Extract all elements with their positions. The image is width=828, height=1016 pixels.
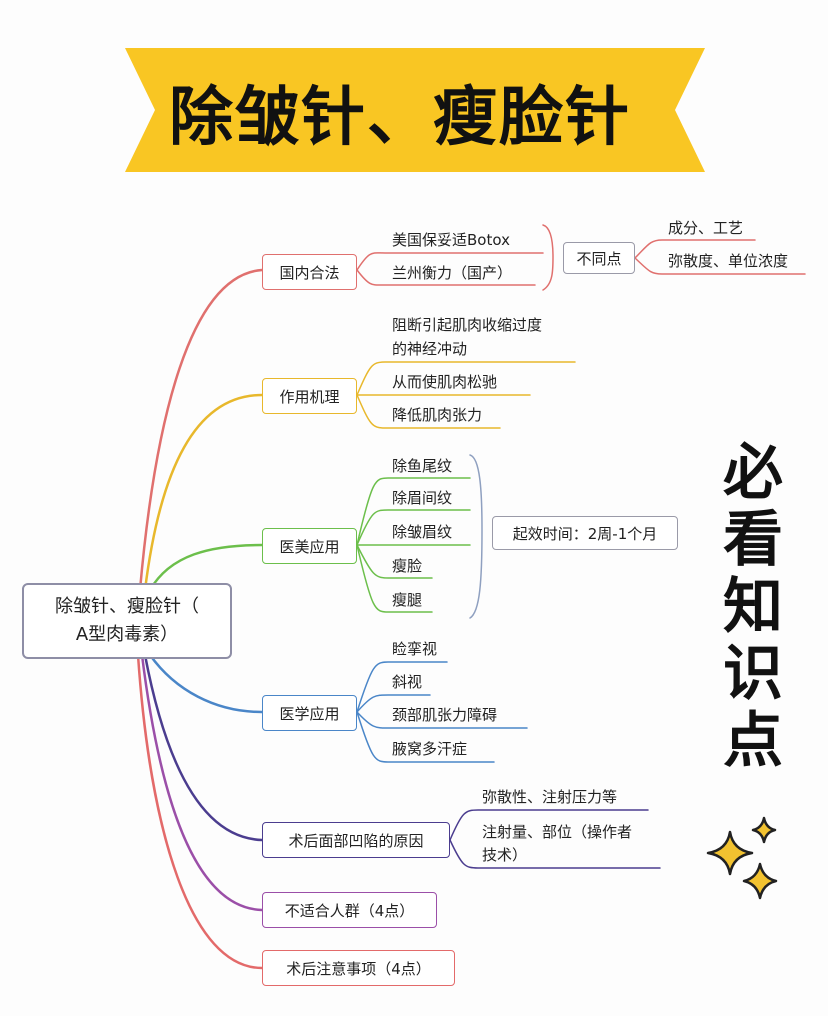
diff-item-dispersion: 弥散度、单位浓度	[668, 252, 789, 270]
connector-cause-item	[449, 809, 649, 841]
cosmetic-item-glabella: 除眉间纹	[392, 489, 453, 507]
connector-cosmetic-item	[356, 477, 471, 546]
branch-medical[interactable]: 医学应用	[262, 695, 357, 731]
connector-mechanism	[143, 393, 264, 592]
connector-legal-item	[356, 252, 544, 271]
connector-mechanism-item	[356, 361, 576, 396]
branch-cosmetic[interactable]: 医美应用	[262, 528, 357, 564]
connector-medical	[148, 653, 264, 714]
branch-legal[interactable]: 国内合法	[262, 254, 357, 290]
mechanism-item-3: 降低肌肉张力	[392, 406, 483, 424]
sparkle-large-icon	[706, 830, 754, 876]
root-node[interactable]: 除皱针、瘦脸针（ A型肉毒素）	[22, 583, 232, 659]
legal-item-hengli: 兰州衡力（国产）	[392, 264, 513, 282]
title-banner	[125, 48, 705, 172]
cosmetic-item-crowsfeet: 除鱼尾纹	[392, 457, 453, 475]
sparkle-icon	[706, 816, 778, 900]
connector-medical-item	[356, 694, 431, 713]
side-callout: 必 看 知 识 点	[718, 440, 788, 775]
connector-cause-item	[449, 839, 661, 869]
branch-unsuitable[interactable]: 不适合人群（4点）	[262, 892, 437, 928]
connector-cosmetic-item	[356, 544, 433, 579]
medical-item-hyperhidrosis: 腋窝多汗症	[392, 740, 468, 758]
connector-diff-item	[634, 257, 806, 275]
side-char: 知	[723, 572, 783, 642]
side-char: 必	[723, 438, 783, 508]
mechanism-item-1b: 的神经冲动	[392, 340, 468, 358]
connector-medical-item	[356, 711, 528, 729]
branch-cause[interactable]: 术后面部凹陷的原因	[262, 822, 450, 858]
banner-ribbon	[125, 48, 705, 172]
diff-item-composition: 成分、工艺	[668, 219, 744, 237]
cosmetic-item-face: 瘦脸	[392, 557, 423, 575]
connector-cosmetic-bracket	[469, 454, 483, 619]
connector-legal	[138, 268, 264, 592]
root-label-line1: 除皱针、瘦脸针（	[55, 596, 199, 617]
medical-item-dystonia: 颈部肌张力障碍	[392, 706, 498, 724]
connector-cosmetic-item	[356, 544, 433, 613]
legal-item-botox: 美国保妥适Botox	[392, 231, 510, 249]
side-char: 看	[723, 505, 783, 575]
connector-legal-bracket	[542, 224, 554, 291]
sparkle-bottom-icon	[742, 862, 778, 900]
cause-item-dispersion: 弥散性、注射压力等	[482, 788, 618, 806]
branch-aftercare[interactable]: 术后注意事项（4点）	[262, 950, 455, 986]
diff-node[interactable]: 不同点	[563, 242, 635, 274]
connector-aftercare	[136, 653, 264, 970]
mechanism-item-2: 从而使肌肉松驰	[392, 373, 498, 391]
side-char: 识	[723, 639, 783, 709]
connector-cause	[143, 653, 264, 842]
cosmetic-item-frown: 除皱眉纹	[392, 523, 453, 541]
connector-unsuitable	[140, 653, 264, 912]
connector-mechanism-item	[356, 394, 501, 429]
connector-cosmetic	[148, 543, 264, 592]
root-label-line2: A型肉毒素）	[75, 624, 179, 645]
cause-item-dose: 注射量、部位（操作者	[482, 823, 633, 841]
medical-item-strabismus: 斜视	[392, 673, 423, 691]
sparkle-small-icon	[751, 816, 777, 844]
page-title: 除皱针、瘦脸针	[169, 81, 631, 155]
connector-medical-item	[356, 661, 448, 713]
onset-node[interactable]: 起效时间：2周-1个月	[492, 516, 678, 550]
connector-medical-item	[356, 711, 495, 763]
connector-legal-item	[356, 269, 536, 286]
cosmetic-item-leg: 瘦腿	[392, 591, 423, 609]
mechanism-item-1: 阻断引起肌肉收缩过度	[392, 316, 543, 334]
cause-item-dose-cont: 技术）	[482, 846, 528, 864]
connector-cosmetic-item	[356, 509, 471, 546]
branch-mechanism[interactable]: 作用机理	[262, 378, 357, 414]
side-char: 点	[723, 706, 783, 776]
medical-item-blepharospasm: 睑挛视	[392, 640, 438, 658]
connector-diff-item	[634, 239, 756, 259]
